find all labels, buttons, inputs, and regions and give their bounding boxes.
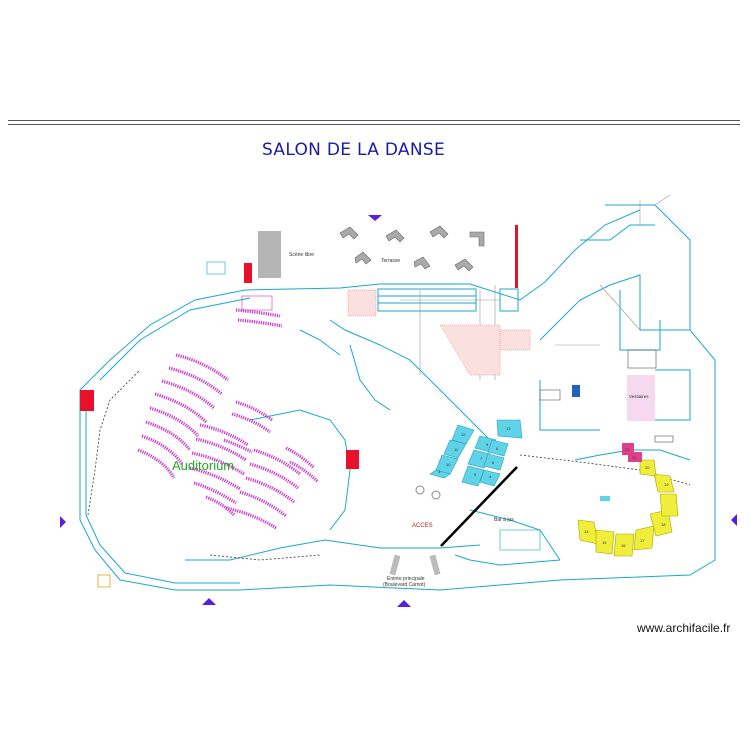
stand-label-11: 11: [454, 447, 459, 452]
red-block-left: [80, 390, 94, 411]
marker-left: [60, 516, 66, 528]
teal-stand-labels: 13 12 11 10 9 8 7 6 5 4 3: [438, 426, 511, 479]
marker-top: [368, 215, 382, 221]
stand-label-4: 4: [489, 474, 492, 479]
building-walls: [79, 204, 716, 591]
red-block-center: [346, 450, 359, 469]
stand-label-6: 6: [492, 460, 495, 465]
red-block-stage: [244, 263, 252, 283]
entrance-door-left: [389, 554, 401, 576]
vestiaires-area: [627, 375, 655, 421]
stand-label-14: 14: [584, 529, 589, 534]
small-teal-block: [600, 496, 610, 501]
stand-label-22: 22: [632, 455, 637, 460]
stand-label-5: 5: [474, 472, 477, 477]
auditorium-label: Auditorium: [172, 458, 234, 473]
stand-label-8: 8: [496, 446, 499, 451]
stand-label-18: 18: [661, 522, 666, 527]
round-feature-2: [431, 490, 441, 500]
round-feature-1: [415, 485, 425, 495]
auditorium-seating: [137, 308, 320, 530]
stand-label-13: 13: [506, 426, 511, 431]
stand-label-15: 15: [602, 540, 607, 545]
red-dotted-zones: [347, 289, 531, 376]
yellow-stands: [577, 459, 679, 557]
bar-a-jus-label: Bar à jus: [494, 517, 514, 523]
plan-title: SALON DE LA DANSE: [262, 140, 446, 160]
yellow-stand-labels: 14 15 16 17 18 19 20: [584, 465, 669, 548]
red-strip-terrace: [515, 225, 518, 288]
terrasse-label: Terrasse: [381, 258, 400, 264]
stand-label-7: 7: [480, 456, 483, 461]
stand-label-20: 20: [645, 465, 650, 470]
marker-bottom-right: [397, 600, 411, 607]
stand-label-12: 12: [461, 432, 466, 437]
direction-markers: [60, 215, 737, 607]
stand-label-16: 16: [621, 543, 626, 548]
dashed-walls: [87, 369, 691, 561]
top-rule-2: [8, 124, 740, 125]
top-rule-1: [8, 120, 740, 121]
thin-lines: [400, 194, 671, 380]
stand-label-19: 19: [664, 482, 669, 487]
website-credit: www.archifacile.fr: [637, 621, 731, 635]
black-divider: [440, 466, 518, 547]
scene-libre-block: [258, 231, 281, 278]
acces-label: ACCES: [412, 523, 433, 529]
stand-label-9: 9: [486, 442, 489, 447]
stand-label-21: 21: [625, 447, 630, 452]
entree-label-line2: (Boulevard Carnot): [383, 582, 426, 588]
small-blue-block: [572, 385, 580, 397]
terrace-seating: [339, 225, 485, 272]
marker-right: [731, 514, 737, 526]
vestiaires-label: Vestiaires: [629, 394, 649, 399]
teal-stands: [429, 419, 523, 487]
marker-bottom-left: [202, 598, 216, 605]
entrance-door-right: [429, 554, 441, 576]
walkway: [377, 288, 477, 312]
stand-label-10: 10: [446, 462, 451, 467]
pink-stand-22: [628, 452, 642, 462]
entree-label-line1: Entrée principale: [387, 576, 425, 582]
scene-libre-label: Scène libre: [289, 252, 314, 258]
stand-label-3: 3: [438, 469, 441, 474]
stand-label-17: 17: [640, 538, 645, 543]
